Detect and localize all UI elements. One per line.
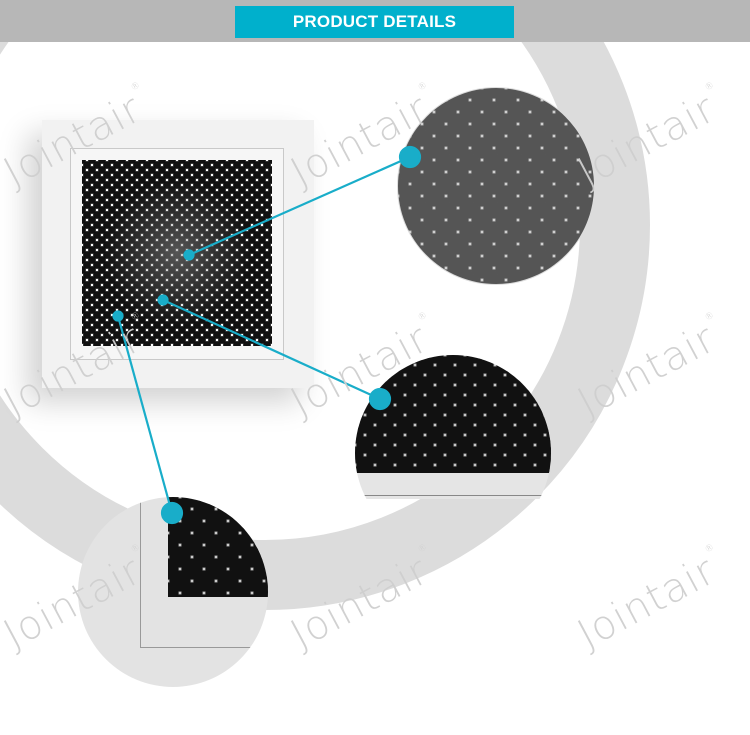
grille-perforated-mesh [82,160,272,346]
edge-perforation [355,355,551,473]
callout-corner-frame [78,497,268,687]
edge-groove-line [363,495,543,496]
callout-lower-edge [355,355,551,499]
corner-perforation [168,497,268,597]
corner-frame-edge [140,497,268,648]
callout-center-perforation [398,88,594,284]
product-details-banner: PRODUCT DETAILS [235,6,514,38]
watermark-logo: Jointair® [570,542,724,658]
